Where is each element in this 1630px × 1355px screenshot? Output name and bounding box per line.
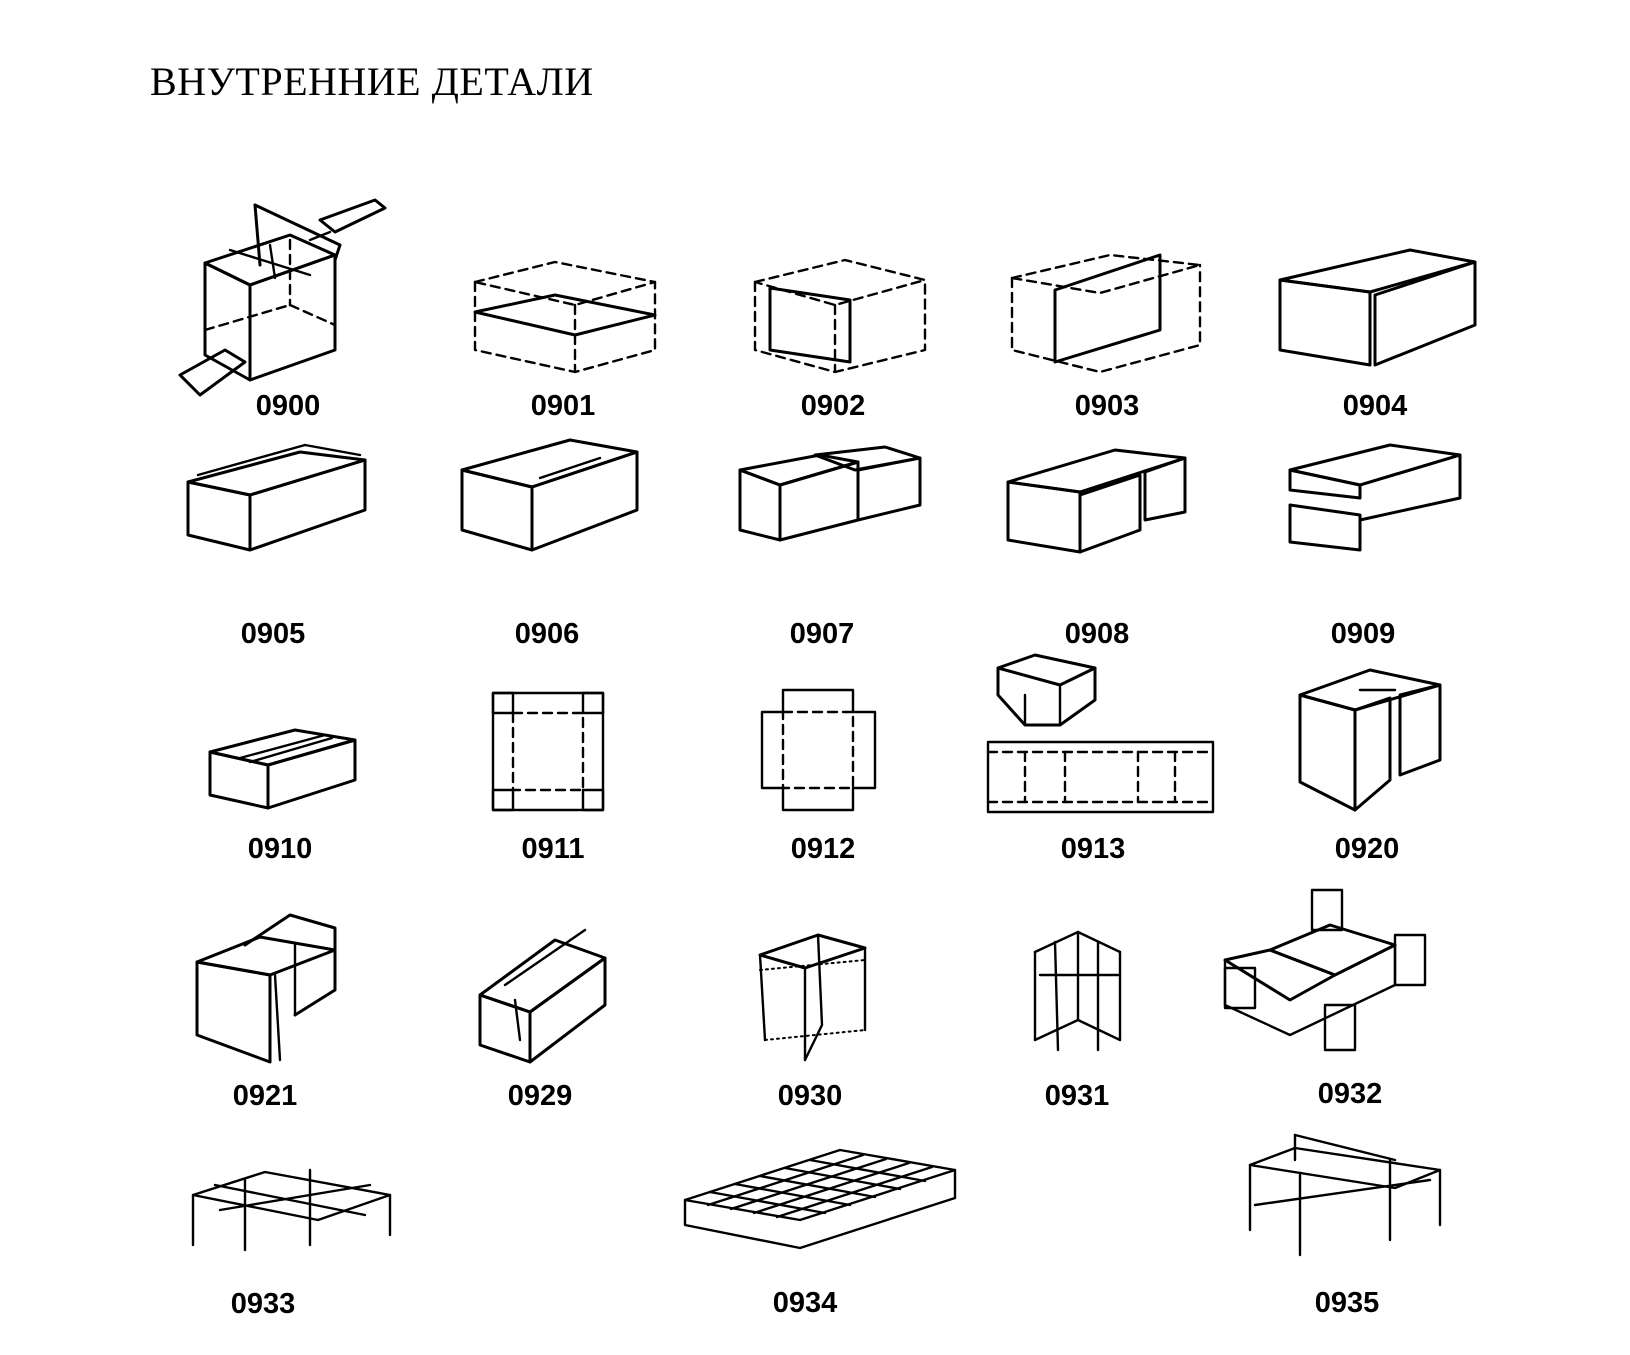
part-0909-drawing	[1288, 443, 1462, 552]
part-code: 0907	[789, 618, 855, 650]
part-0934-drawing	[683, 1148, 957, 1250]
part-0921-drawing	[195, 913, 337, 1064]
part-code: 0930	[777, 1080, 843, 1112]
part-0907-drawing	[738, 445, 922, 542]
part-code: 0921	[232, 1080, 298, 1112]
part-0904-drawing	[1278, 248, 1477, 367]
part-code: 0908	[1064, 618, 1130, 650]
part-0902-drawing	[753, 258, 927, 374]
part-0908-drawing	[1006, 448, 1187, 554]
part-code: 0904	[1342, 390, 1408, 422]
part-code: 0910	[247, 833, 313, 865]
part-code: 0911	[521, 833, 585, 865]
part-0930-drawing	[758, 933, 867, 1062]
page-title: ВНУТРЕННИЕ ДЕТАЛИ	[150, 59, 594, 104]
part-0932-drawing	[1223, 888, 1427, 1052]
part-code: 0920	[1334, 833, 1400, 865]
part-0905-drawing	[186, 443, 367, 552]
part-code: 0935	[1314, 1287, 1380, 1319]
part-0935-drawing	[1248, 1133, 1442, 1257]
part-0901-drawing	[473, 260, 657, 374]
part-0913-drawing	[986, 653, 1215, 814]
part-code: 0934	[772, 1287, 838, 1319]
part-code: 0909	[1330, 618, 1396, 650]
part-0912-drawing	[760, 688, 877, 812]
part-0920-drawing	[1298, 668, 1442, 812]
part-code: 0913	[1060, 833, 1126, 865]
part-code: 0929	[507, 1080, 573, 1112]
part-code: 0906	[514, 618, 580, 650]
part-0911-drawing	[491, 691, 605, 812]
part-code: 0931	[1044, 1080, 1110, 1112]
part-code: 0903	[1074, 390, 1140, 422]
part-0910-drawing	[208, 728, 357, 810]
part-code: 0933	[230, 1288, 296, 1320]
part-0929-drawing	[478, 928, 607, 1064]
part-0906-drawing	[460, 438, 639, 552]
part-0931-drawing	[1033, 930, 1122, 1052]
part-code: 0902	[800, 390, 866, 422]
part-code: 0905	[240, 618, 306, 650]
part-0903-drawing	[1010, 253, 1202, 374]
part-code: 0901	[530, 390, 596, 422]
part-code: 0932	[1317, 1078, 1383, 1110]
part-0900-drawing	[178, 198, 387, 397]
part-0933-drawing	[191, 1168, 392, 1252]
part-code: 0900	[255, 390, 321, 422]
part-code: 0912	[790, 833, 856, 865]
